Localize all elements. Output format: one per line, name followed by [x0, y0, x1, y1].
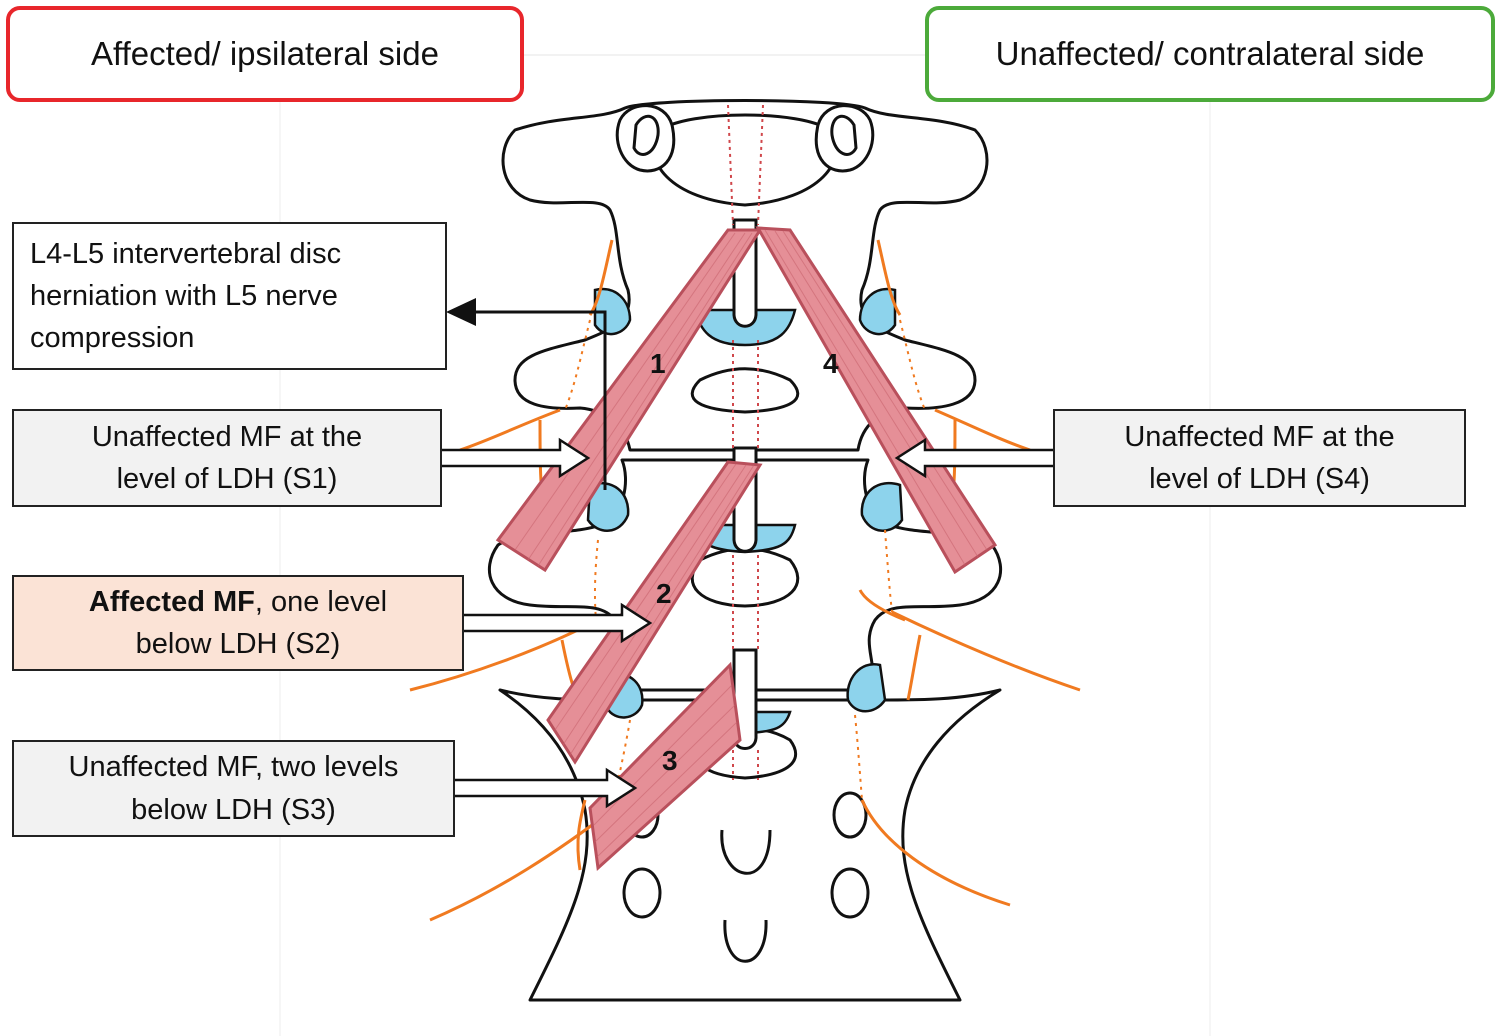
herniation-line-1: L4-L5 intervertebral disc	[30, 237, 342, 270]
muscle-number-3: 3	[662, 745, 678, 776]
affected-side-header: Affected/ ipsilateral side	[6, 6, 524, 102]
muscle-number-1: 1	[650, 348, 666, 379]
sacral-crest-1	[720, 829, 772, 875]
s2-line-2: below LDH (S2)	[135, 628, 341, 660]
muscle-band-1	[495, 228, 763, 573]
s3-line-2: below LDH (S3)	[131, 793, 336, 826]
s4-label-box: Unaffected MF at the level of LDH (S4)	[1053, 409, 1466, 507]
s2-bold-text: Affected MF	[88, 585, 255, 618]
block-arrows	[438, 437, 1057, 809]
arrow-s1	[438, 437, 591, 479]
muscle-number-4: 4	[823, 348, 839, 379]
multifidus-muscles	[495, 226, 998, 872]
s2-rest-text: , one level	[254, 585, 388, 618]
arrow-s2	[460, 602, 653, 644]
s4-line-1: Unaffected MF at the	[1124, 420, 1395, 453]
s1-line-2: level of LDH (S1)	[116, 463, 338, 495]
s3-line-1: Unaffected MF, two levels	[68, 751, 399, 784]
sacral-crest-2	[723, 919, 768, 963]
s3-label-box: Unaffected MF, two levels below LDH (S3)	[12, 740, 455, 837]
muscle-band-2	[546, 460, 763, 765]
herniation-pointer-line	[472, 310, 607, 490]
muscle-number-2: 2	[656, 578, 672, 609]
s1-label-box: Unaffected MF at the level of LDH (S1)	[12, 409, 442, 507]
s2-label-box: Affected MF, one level below LDH (S2)	[12, 575, 464, 671]
s1-line-1: Unaffected MF at the	[91, 420, 363, 453]
herniation-line-2: herniation with L5 nerve	[30, 279, 338, 312]
unaffected-side-header: Unaffected/ contralateral side	[925, 6, 1495, 102]
muscle-band-4	[755, 226, 998, 575]
affected-side-label: Affected/ ipsilateral side	[91, 35, 439, 72]
arrow-s4	[894, 437, 1057, 479]
herniation-label-box: L4-L5 intervertebral disc herniation wit…	[12, 222, 447, 370]
arrow-s3	[450, 767, 638, 809]
muscle-band-3	[588, 661, 742, 872]
spinal-canal-dotted	[727, 104, 764, 780]
s2-line-1: Affected MF, one level	[89, 581, 387, 623]
herniation-line-3: compression	[30, 322, 195, 355]
unaffected-side-label: Unaffected/ contralateral side	[995, 35, 1425, 72]
s4-line-2: level of LDH (S4)	[1149, 463, 1370, 495]
herniation-arrowhead	[446, 298, 476, 326]
